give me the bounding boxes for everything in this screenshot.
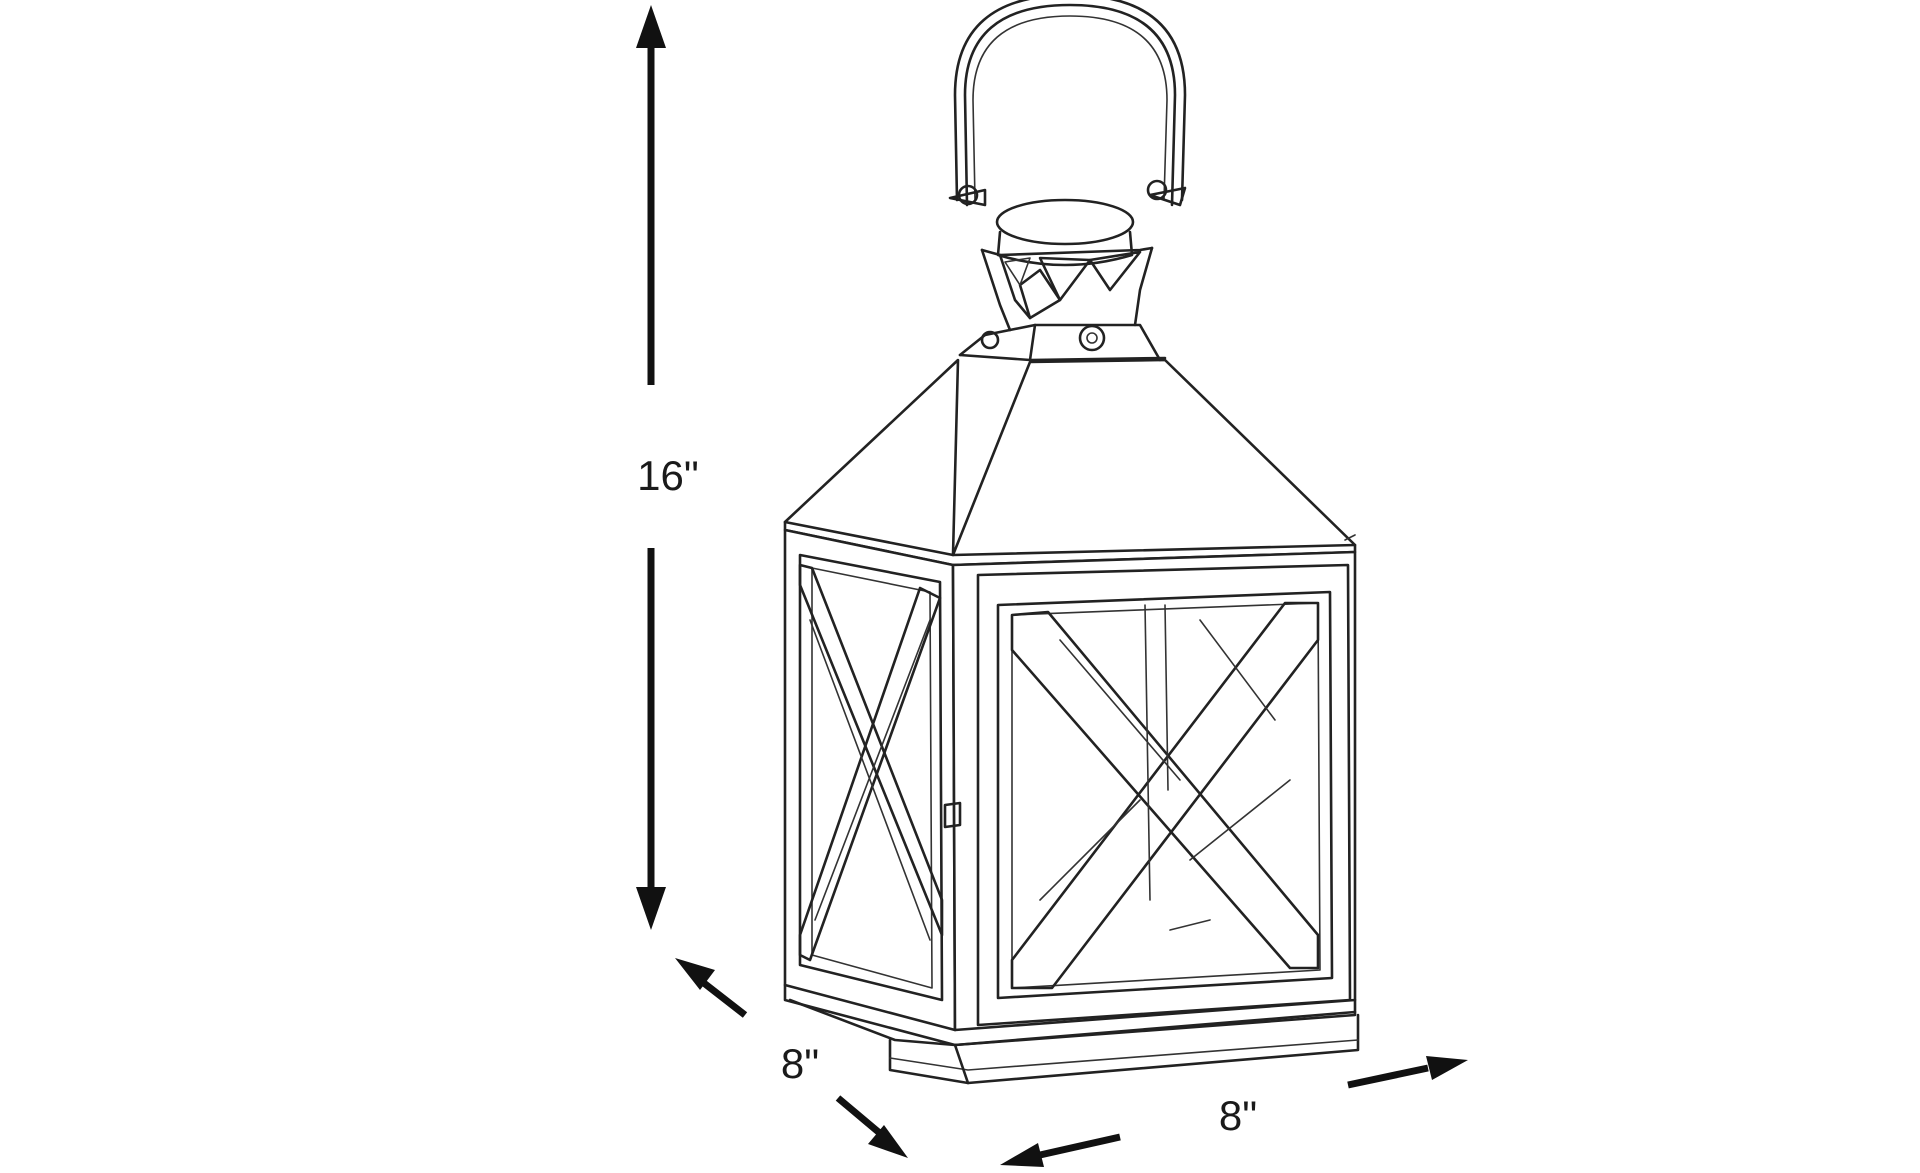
lantern-chimney xyxy=(958,198,1167,362)
depth-arrow-back xyxy=(675,958,748,1018)
depth-arrow-front xyxy=(835,1095,908,1158)
depth-label: 8" xyxy=(781,1040,819,1087)
lantern-base xyxy=(783,983,1360,1085)
height-dimension: 16" xyxy=(636,5,699,930)
height-arrow-up xyxy=(636,5,666,385)
height-arrow-down xyxy=(636,548,666,930)
lantern-left-panel xyxy=(783,528,957,1032)
lantern-front-panel xyxy=(943,550,1357,1032)
depth-dimension: 8" xyxy=(675,958,908,1158)
lantern-handle xyxy=(948,0,1187,207)
lantern-roof xyxy=(783,358,1357,567)
lantern xyxy=(783,0,1360,1085)
height-label: 16" xyxy=(637,452,699,499)
width-label: 8" xyxy=(1219,1092,1257,1139)
width-dimension: 8" xyxy=(1000,1056,1468,1167)
width-arrow-left xyxy=(1000,1133,1121,1167)
width-arrow-right xyxy=(1347,1056,1468,1089)
